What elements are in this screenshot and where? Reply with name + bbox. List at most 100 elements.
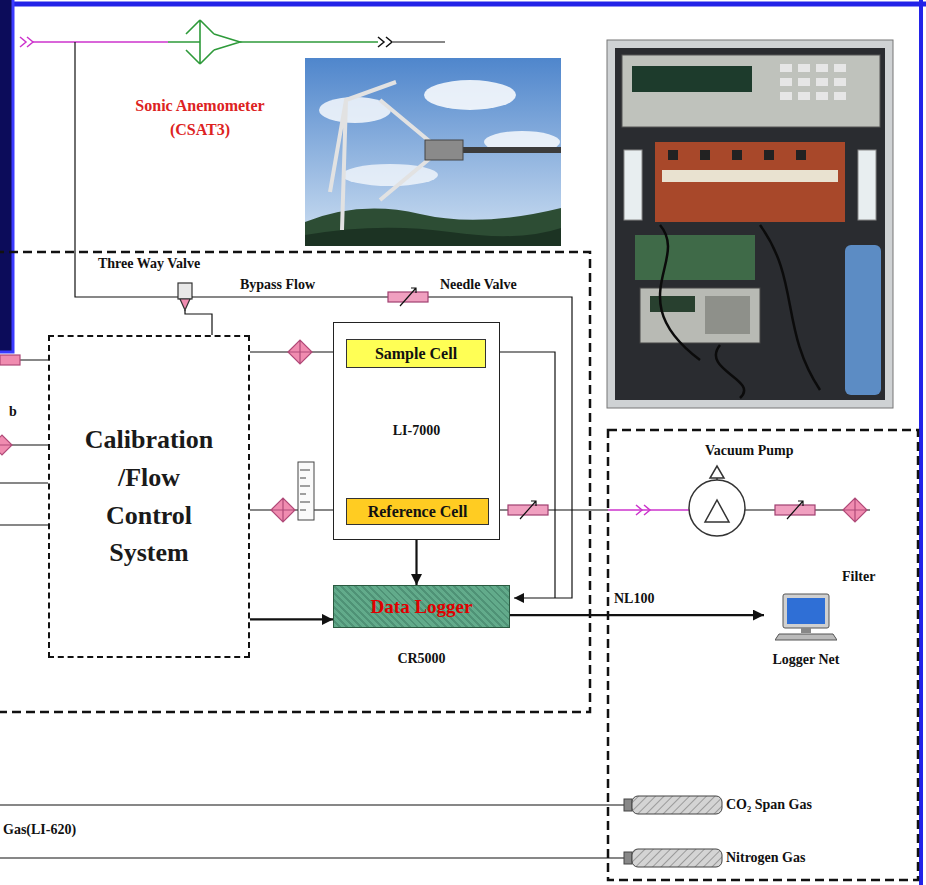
logger-enclosure-photo — [650, 296, 695, 312]
computer-node: Logger Net — [764, 592, 848, 672]
logger-enclosure-photo — [834, 92, 846, 100]
computer-icon — [801, 628, 811, 633]
pump-line — [636, 505, 650, 515]
sensor-label: Sonic Anemometer (CSAT3) — [112, 94, 288, 142]
gas-line-label: Gas(LI-620) — [3, 822, 76, 838]
sample-air-line — [0, 283, 870, 858]
logger-enclosure-photo — [780, 78, 792, 86]
computer-icon — [787, 598, 825, 624]
sample-air-line — [0, 805, 624, 858]
needle-valve-symbols — [520, 501, 536, 519]
pump-line — [608, 505, 689, 515]
computer-icon — [775, 634, 837, 640]
logger-enclosure-photo — [845, 245, 881, 395]
logger-enclosure-photo — [668, 150, 678, 160]
sample-air-line — [180, 299, 190, 310]
gas-cylinders — [624, 796, 722, 867]
vacuum-pump-symbol — [689, 466, 745, 536]
filter-diamonds — [843, 498, 867, 522]
logger-enclosure-photo — [816, 92, 828, 100]
anemometer-photo — [305, 58, 561, 246]
filter-diamonds — [288, 340, 312, 364]
anemometer-photo — [330, 82, 440, 230]
logger-enclosure-photo — [780, 64, 792, 72]
flowmeter-gauge — [300, 470, 310, 510]
logger-enclosure-photo — [662, 170, 838, 182]
logger-enclosure-photo — [780, 92, 792, 100]
vacuum-pump-symbol — [716, 478, 718, 480]
filter-diamonds — [271, 498, 295, 522]
enclosure-outlines — [608, 430, 918, 880]
logger-enclosure-photo — [834, 64, 846, 72]
logger-enclosure-photo — [705, 296, 750, 334]
logger-enclosure-photo — [700, 150, 710, 160]
calibration-box: Calibration /Flow Control System — [48, 335, 250, 658]
logger-enclosure-photo — [622, 55, 880, 127]
logger-enclosure-photo — [607, 40, 893, 408]
logger-enclosure-photo — [655, 142, 845, 222]
computer-icon — [783, 594, 829, 628]
anemometer-photo — [342, 164, 438, 186]
vacuum-pump-symbol — [705, 500, 729, 522]
flowmeter-gauge — [298, 462, 314, 520]
pump-label: Vacuum Pump — [705, 443, 794, 459]
logger-enclosure-photo — [858, 150, 876, 220]
anemometer-signal-line — [20, 37, 33, 47]
filter-diamonds — [0, 355, 20, 365]
logger-enclosure-photo — [615, 48, 885, 400]
gas-cylinders — [632, 849, 722, 867]
logger-enclosure-photo — [640, 288, 760, 343]
analyzer-box: LI-7000 Sample CellReference Cell — [333, 322, 500, 540]
logger-enclosure-photo — [834, 78, 846, 86]
cylinder-label: CO₂ Span Gas — [726, 797, 812, 813]
sample-cell: Sample Cell — [346, 339, 486, 368]
node-text: Logger Net — [773, 652, 840, 668]
logger-enclosure-photo — [798, 64, 810, 72]
reference-cell: Reference Cell — [346, 498, 489, 525]
node-text: Sample Cell — [375, 345, 457, 363]
node-text: Data Logger — [371, 596, 473, 618]
logger-enclosure-photo — [660, 225, 820, 398]
cylinder-label: Nitrogen Gas — [726, 850, 805, 866]
node-caption: CR5000 — [334, 651, 509, 667]
edge-label: NL100 — [614, 591, 654, 607]
valve-label: Needle Valve — [440, 277, 517, 293]
anemometer-photo — [305, 228, 561, 246]
sample-air-line — [185, 310, 212, 335]
valve-label: Three Way Valve — [98, 256, 200, 272]
node-text: Calibration /Flow Control System — [77, 421, 222, 572]
vacuum-pump-symbol — [689, 480, 745, 536]
enclosure-outlines — [0, 252, 918, 880]
page-frame — [919, 0, 923, 885]
page-frame — [0, 2, 926, 7]
logger-enclosure-photo — [764, 150, 774, 160]
logger-enclosure-photo — [816, 78, 828, 86]
page-frame — [0, 0, 13, 352]
computer-icon — [775, 592, 837, 642]
needle-valve-symbols — [787, 501, 803, 519]
logger-enclosure-photo — [798, 92, 810, 100]
filter-diamonds — [0, 435, 12, 455]
needle-valve-symbols — [400, 288, 416, 306]
anemometer-signal-line — [240, 41, 378, 43]
logger-enclosure-photo — [796, 150, 806, 160]
signal-arrow — [415, 540, 417, 585]
logger-enclosure-photo — [798, 78, 810, 86]
logger-enclosure-photo — [635, 235, 755, 280]
logger-enclosure-photo — [632, 66, 752, 92]
signal-arrow — [250, 618, 333, 620]
logger-enclosure-photo — [816, 64, 828, 72]
anemometer-signal-line — [378, 37, 392, 47]
gas-cylinders — [632, 796, 722, 814]
anemometer-signal-line — [33, 41, 168, 43]
vacuum-pump-symbol — [710, 466, 724, 478]
enclosure-outlines — [0, 252, 590, 712]
sample-air-line — [178, 283, 192, 299]
flow-label: Bypass Flow — [240, 277, 315, 293]
node-text: LI-7000 — [393, 423, 440, 439]
logger-enclosure-photo — [624, 150, 642, 220]
flowmeter-gauge — [298, 462, 314, 520]
filter-label: Filter — [842, 569, 875, 585]
